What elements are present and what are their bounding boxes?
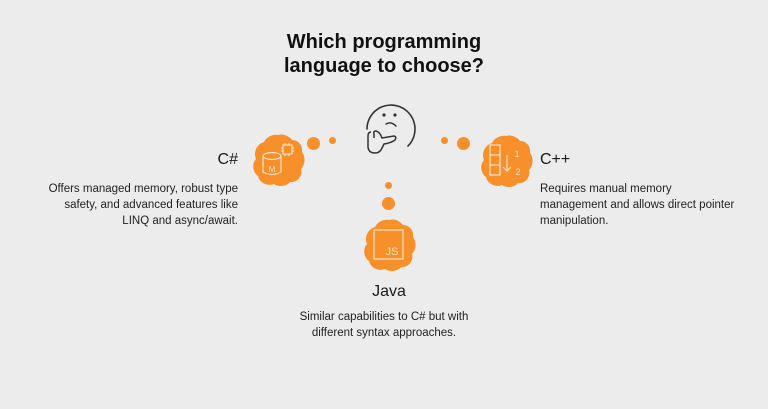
connector-dot	[307, 137, 320, 150]
js-file-icon	[373, 229, 404, 260]
diagram-title: Which programming language to choose?	[234, 30, 534, 78]
option-label-java: Java	[372, 283, 406, 300]
option-description-csharp: Offers managed memory, robust type safet…	[48, 183, 238, 227]
title-line-1: Which programming	[286, 31, 482, 53]
connector-dot	[385, 182, 392, 189]
option-label-csharp: C#	[217, 151, 238, 168]
svg-text:2: 2	[515, 167, 520, 177]
connector-dot	[382, 197, 395, 210]
csharp-icon-blob[interactable]: M	[250, 132, 306, 188]
connector-dot	[329, 137, 336, 144]
thinking-face-icon	[366, 104, 416, 154]
option-description-cpp: Requires manual memory management and al…	[540, 183, 735, 227]
cpp-icon-blob[interactable]: 1 2	[478, 133, 534, 189]
connector-dot	[457, 137, 470, 150]
svg-text:M: M	[269, 165, 276, 174]
svg-text:1: 1	[514, 149, 519, 159]
connector-dot	[441, 137, 448, 144]
option-label-cpp: C++	[540, 151, 571, 168]
title-line-2: language to choose?	[283, 55, 485, 77]
sort-order-icon	[489, 144, 512, 176]
option-description-java: Similar capabilities to C# but with diff…	[299, 311, 469, 339]
svg-text:JS: JS	[386, 246, 399, 258]
database-chip-icon	[262, 143, 294, 176]
java-icon-blob[interactable]: JS	[360, 217, 418, 275]
